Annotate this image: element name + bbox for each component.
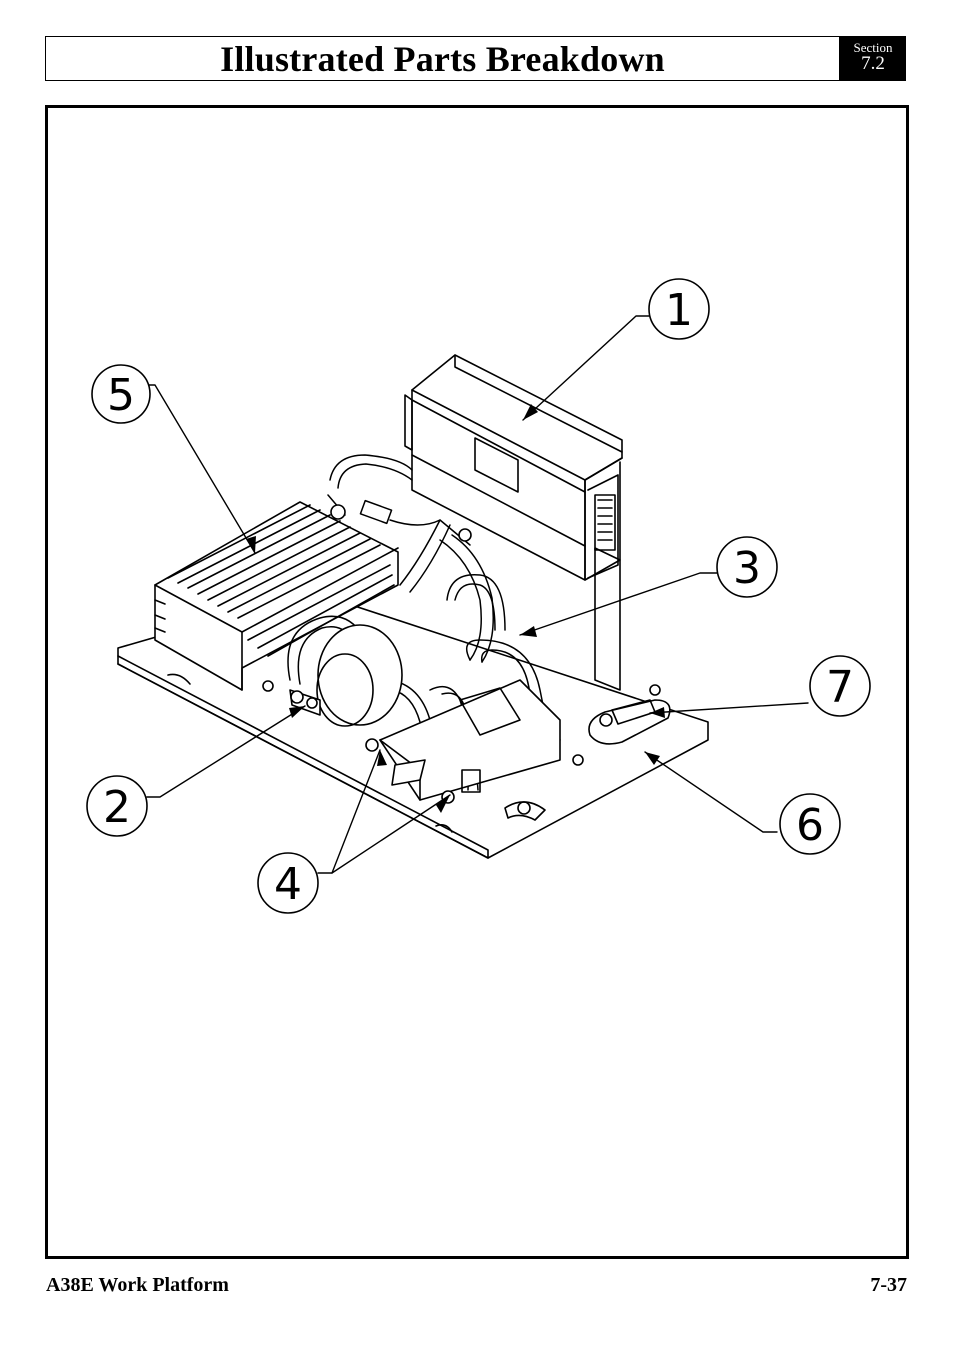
- callout-3-label: 3: [733, 543, 761, 594]
- illustration-frame: [45, 105, 909, 1259]
- title-box: Illustrated Parts Breakdown: [45, 36, 840, 81]
- callout-7: 7: [809, 655, 871, 717]
- section-number: 7.2: [861, 53, 885, 74]
- heatsink-module: [154, 501, 399, 691]
- pump-motor: [289, 624, 561, 801]
- callout-2: 2: [86, 775, 148, 837]
- callout-6-label: 6: [796, 800, 824, 851]
- page-title: Illustrated Parts Breakdown: [220, 38, 665, 79]
- callout-5: 5: [91, 364, 151, 424]
- footer-page-number: 7-37: [870, 1274, 907, 1296]
- callout-5-label: 5: [107, 370, 135, 421]
- callout-4-label: 4: [274, 859, 302, 910]
- footer-product: A38E Work Platform: [46, 1274, 229, 1296]
- callout-1: 1: [648, 278, 710, 340]
- section-badge: Section 7.2: [840, 36, 906, 81]
- cables: [287, 454, 561, 791]
- motor-controller: [404, 354, 623, 581]
- controller-bracket: [594, 547, 621, 691]
- callout-2-label: 2: [103, 782, 131, 833]
- section-label: Section: [853, 40, 893, 55]
- callout-3: 3: [716, 536, 778, 598]
- callout-1-label: 1: [665, 285, 693, 336]
- callout-4: 4: [257, 852, 319, 914]
- callout-7-label: 7: [826, 662, 854, 713]
- fuse-holder: [588, 684, 671, 745]
- page-header: Illustrated Parts Breakdown Section 7.2: [45, 36, 906, 81]
- callout-6: 6: [779, 793, 841, 855]
- hardware: [262, 504, 584, 821]
- leader-arrows: [246, 404, 665, 813]
